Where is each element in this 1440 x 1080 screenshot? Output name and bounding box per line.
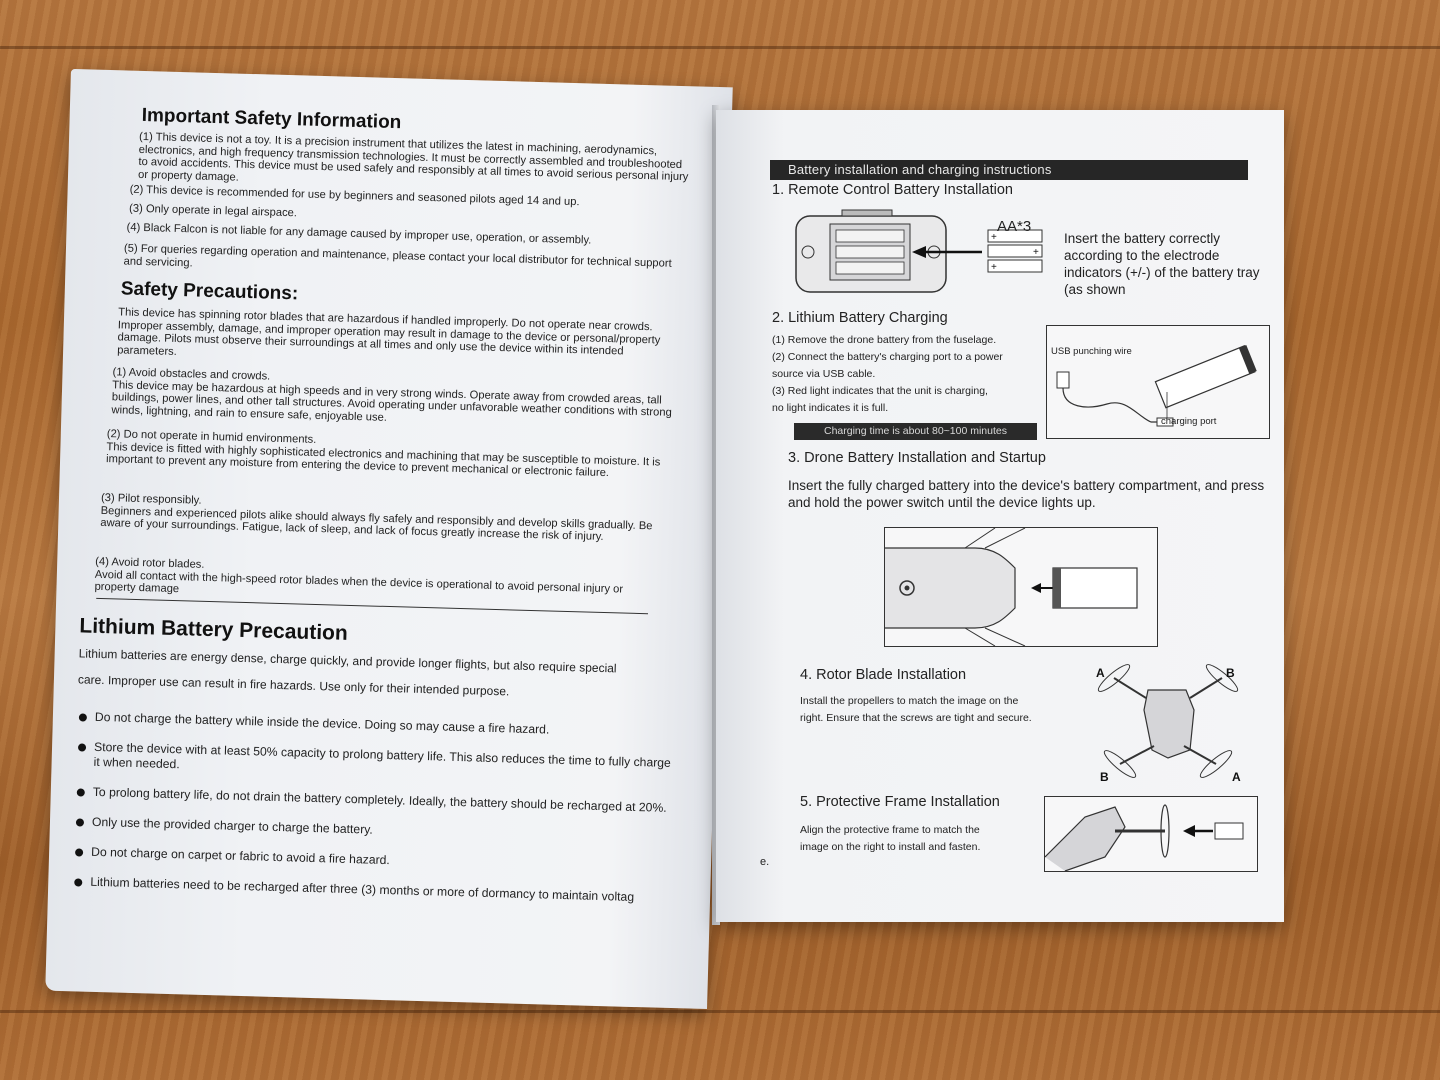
list-item: Store the device with at least 50% capac… xyxy=(77,739,678,786)
section-2-step: source via USB cable. xyxy=(772,368,876,380)
floor-seam xyxy=(0,1010,1440,1013)
section-3-title: 3. Drone Battery Installation and Startu… xyxy=(788,450,1046,466)
list-item: Lithium batteries need to be recharged a… xyxy=(74,874,674,906)
lithium-intro-line-2: care. Improper use can result in fire ha… xyxy=(77,672,510,699)
rotor-blade-illustration xyxy=(1097,664,1239,778)
section-2-step: no light indicates it is full. xyxy=(772,402,889,414)
charging-time-bar: Charging time is about 80~100 minutes xyxy=(794,423,1037,440)
bullet-icon xyxy=(76,788,85,797)
lithium-intro-line-1: Lithium batteries are energy dense, char… xyxy=(78,646,617,676)
bullet-icon xyxy=(75,818,85,827)
usb-wire-label: USB punching wire xyxy=(1051,346,1132,357)
aa-battery-label: AA*3 xyxy=(997,218,1032,235)
list-item: Do not charge the battery while inside t… xyxy=(78,709,679,741)
propeller-label-b: B xyxy=(1100,770,1109,784)
propeller-label-b: B xyxy=(1226,666,1235,680)
lithium-battery-title: Lithium Battery Precaution xyxy=(79,614,349,645)
floor-seam xyxy=(0,46,1440,49)
protective-frame-figure xyxy=(1044,796,1258,872)
section-1-text: Insert the battery correctly according t… xyxy=(1064,231,1260,297)
section-5-title: 5. Protective Frame Installation xyxy=(800,794,1000,810)
svg-text:+: + xyxy=(991,232,997,243)
precaution-item-1: (1) Avoid obstacles and crowds. This dev… xyxy=(111,366,684,432)
section-2-step: (3) Red light indicates that the unit is… xyxy=(772,385,988,397)
precaution-item-2: (2) Do not operate in humid environments… xyxy=(106,428,679,481)
safety-item-5: (5) For queries regarding operation and … xyxy=(123,242,672,270)
drone-battery-figure xyxy=(884,527,1158,647)
page-number: e. xyxy=(760,856,770,868)
section-3-text: Insert the fully charged battery into th… xyxy=(788,478,1265,510)
propeller-label-a: A xyxy=(1096,666,1105,680)
important-safety-title: Important Safety Information xyxy=(141,104,402,134)
precautions-intro: This device has spinning rotor blades th… xyxy=(117,306,661,358)
lithium-bullet-list: Do not charge the battery while inside t… xyxy=(74,709,679,921)
section-2-title: 2. Lithium Battery Charging xyxy=(772,310,948,326)
bullet-icon xyxy=(77,743,87,752)
section-2-step: (1) Remove the drone battery from the fu… xyxy=(772,334,997,346)
section-4-text: Install the propellers to match the imag… xyxy=(800,695,1032,724)
propeller-label-a: A xyxy=(1232,770,1241,784)
list-item: To prolong battery life, do not drain th… xyxy=(76,784,677,816)
list-item: Do not charge on carpet or fabric to avo… xyxy=(75,844,675,876)
safety-precautions-title: Safety Precautions: xyxy=(120,278,299,305)
protective-frame-illustration xyxy=(1045,804,1244,871)
remote-control-illustration: + + + xyxy=(795,209,1043,293)
section-1-title: 1. Remote Control Battery Installation xyxy=(772,182,1013,198)
charging-port-label: charging port xyxy=(1161,416,1217,427)
section-5-text: Align the protective frame to match the … xyxy=(800,824,981,853)
svg-text:+: + xyxy=(991,262,997,273)
right-page: Battery installation and charging instru… xyxy=(716,110,1284,922)
precaution-item-3: (3) Pilot responsibly. Beginners and exp… xyxy=(100,492,675,546)
drone-battery-illustration xyxy=(885,528,1138,646)
left-page: Important Safety Information (1) This de… xyxy=(45,68,733,1010)
usb-cable-illustration xyxy=(1056,345,1257,427)
bullet-icon xyxy=(74,878,83,887)
section-2-step: (2) Connect the battery's charging port … xyxy=(772,351,1003,363)
section-4-title: 4. Rotor Blade Installation xyxy=(800,667,967,683)
instructions-banner: Battery installation and charging instru… xyxy=(770,160,1248,180)
list-item: Only use the provided charger to charge … xyxy=(75,814,676,846)
bullet-icon xyxy=(75,848,84,857)
usb-charging-figure: USB punching wire charging port xyxy=(1046,325,1270,439)
svg-text:+: + xyxy=(1033,247,1039,258)
bullet-icon xyxy=(78,713,88,722)
